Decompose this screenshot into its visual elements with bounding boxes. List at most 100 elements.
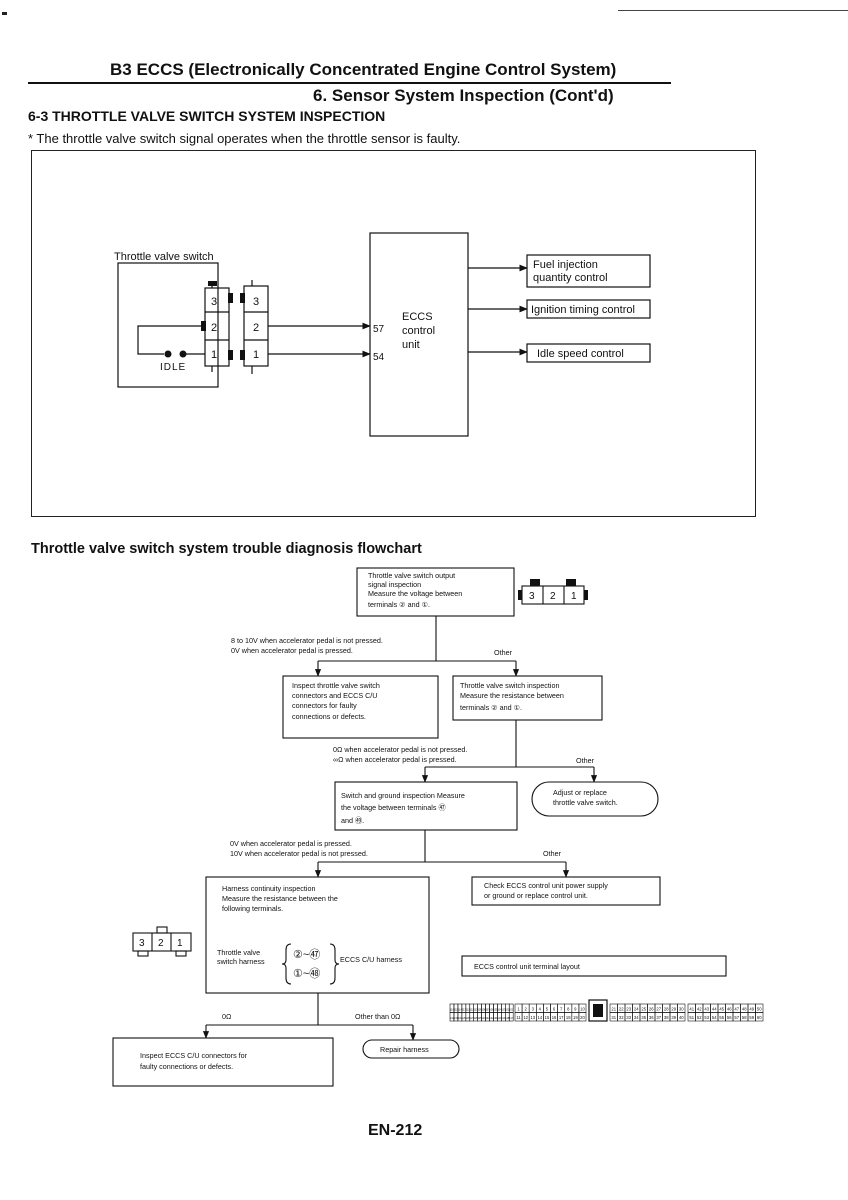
- terminal-number: 46: [727, 1007, 732, 1012]
- terminal-number: 107: [485, 1008, 490, 1012]
- flow-box-switch-ground: [334, 781, 518, 831]
- terminal-number: 47: [734, 1007, 739, 1012]
- harness-right-label: ECCS C/U harness: [340, 955, 402, 964]
- terminal-number: 23: [626, 1007, 631, 1012]
- terminal-number: 57: [734, 1015, 739, 1020]
- terminal-number: 105: [493, 1008, 498, 1012]
- idle-contact-wire: [137, 325, 205, 355]
- mating-pin-3: 3: [253, 296, 259, 308]
- box1-line4: terminals ② and ①.: [368, 600, 430, 609]
- harness-left-line2: switch harness: [217, 957, 265, 966]
- terminal-number: 111: [470, 1008, 474, 1012]
- page-number: EN-212: [368, 1122, 423, 1139]
- terminal-number: 38: [664, 1015, 669, 1020]
- terminal-number: 28: [664, 1007, 669, 1012]
- flowchart-lines: [112, 567, 727, 1087]
- output-fuel-line2: quantity control: [533, 272, 608, 284]
- box9-line2: faulty connections or defects.: [140, 1062, 233, 1071]
- terminal-number: 102: [505, 1008, 510, 1012]
- output-ignition-timing: [526, 299, 651, 319]
- terminal-number: 44: [712, 1007, 717, 1012]
- terminal-number: 4: [539, 1007, 542, 1012]
- terminal-number: 59: [749, 1015, 754, 1020]
- idle-contact-left: [164, 350, 172, 358]
- terminal-key-frame: [588, 999, 608, 1022]
- flowchart-text: Throttle valve switch output signal insp…: [140, 571, 618, 1071]
- flowchart-harness-pairs: ②~㊼ ①~㊽: [293, 948, 320, 980]
- terminal-cell: [508, 1012, 514, 1022]
- terminal-number: 1: [517, 1007, 520, 1012]
- terminal-number: 106: [489, 1008, 494, 1012]
- terminal-number: 131: [454, 1016, 459, 1020]
- page-header-subtitle: 6. Sensor System Inspection (Cont'd): [313, 86, 614, 105]
- cond3-line1: 0V when accelerator pedal is pressed.: [230, 839, 352, 848]
- terminal-number: 45: [719, 1007, 724, 1012]
- top-conn-pin-2: 2: [550, 591, 556, 602]
- terminal-number: 35: [641, 1015, 646, 1020]
- idle-contact-right: [179, 350, 187, 358]
- terminal-number: 26: [649, 1007, 654, 1012]
- terminal-number: 33: [626, 1015, 631, 1020]
- cond2-line1: 0Ω when accelerator pedal is not pressed…: [333, 745, 467, 754]
- terminal-number: 20: [580, 1015, 585, 1020]
- other2-label: Other: [576, 756, 595, 765]
- box5-line1: Switch and ground inspection Measure: [341, 791, 465, 800]
- terminal-number: 25: [641, 1007, 646, 1012]
- terminal-number: 120: [497, 1016, 502, 1020]
- terminal-number: 119: [501, 1016, 506, 1020]
- terminal-cell: [755, 1012, 764, 1022]
- terminal-number: 24: [634, 1007, 639, 1012]
- terminal-number: 50: [757, 1007, 762, 1012]
- output-fuel-injection: [526, 254, 651, 288]
- terminal-number: 108: [481, 1008, 486, 1012]
- box7-line3: following terminals.: [222, 904, 283, 913]
- output-idle-speed: [526, 343, 651, 363]
- terminal-number: 101: [509, 1008, 514, 1012]
- terminal-number: 124: [481, 1016, 486, 1020]
- top-conn-pin-3: 3: [529, 591, 535, 602]
- harness-pair-1: ②~㊼: [293, 948, 320, 961]
- left-conn-pin-3: 3: [139, 938, 145, 949]
- terminal-number: 40: [679, 1015, 684, 1020]
- flow-box-terminal-layout-label: [461, 955, 727, 977]
- terminal-number: 129: [462, 1016, 467, 1020]
- terminal-number: 18: [566, 1015, 571, 1020]
- terminal-number: 58: [742, 1015, 747, 1020]
- flow-box-inspect-cu-connectors: [112, 1037, 334, 1087]
- terminal-number: 34: [634, 1015, 639, 1020]
- left-conn-pin-2: 2: [158, 938, 164, 949]
- other1-label: Other: [494, 648, 513, 657]
- terminal-number: 121: [493, 1016, 498, 1020]
- terminal-number: 15: [545, 1015, 550, 1020]
- terminal-number: 9: [574, 1007, 577, 1012]
- terminal-number: 17: [559, 1015, 564, 1020]
- terminal-number: 103: [501, 1008, 506, 1012]
- terminal-number: 30: [679, 1007, 684, 1012]
- terminal-number: 27: [656, 1007, 661, 1012]
- terminal-number: 22: [619, 1007, 624, 1012]
- box9-line1: Inspect ECCS C/U connectors for: [140, 1051, 248, 1060]
- terminal-number: 39: [671, 1015, 676, 1020]
- terminal-number: 118: [505, 1016, 510, 1020]
- terminal-number: 126: [474, 1016, 479, 1020]
- box10-label: Repair harness: [380, 1045, 429, 1054]
- connector-pin-labels: 3 2 1 3 2 1: [139, 591, 577, 949]
- wiring-connector-latches: [164, 281, 245, 360]
- terminal-number: 11: [516, 1015, 521, 1020]
- box3-line3: terminals ② and ①.: [460, 703, 522, 712]
- terminal-number: 43: [704, 1007, 709, 1012]
- flowchart-title: Throttle valve switch system trouble dia…: [31, 541, 422, 557]
- terminal-number: 117: [509, 1016, 514, 1020]
- box6-line1: Check ECCS control unit power supply: [484, 881, 608, 890]
- terminal-number: 29: [671, 1007, 676, 1012]
- box1-line1: Throttle valve switch output: [368, 571, 455, 580]
- terminal-number: 122: [489, 1016, 494, 1020]
- terminal-number: 48: [742, 1007, 747, 1012]
- box4-line2: throttle valve switch.: [553, 798, 618, 807]
- box1-line2: signal inspection: [368, 580, 421, 589]
- box5-line2: the voltage between terminals ㊼: [341, 803, 446, 812]
- terminal-number: 112: [466, 1008, 471, 1012]
- cond2-line2: ∞Ω when accelerator pedal is pressed.: [333, 755, 457, 764]
- idle-label: IDLE: [160, 362, 186, 373]
